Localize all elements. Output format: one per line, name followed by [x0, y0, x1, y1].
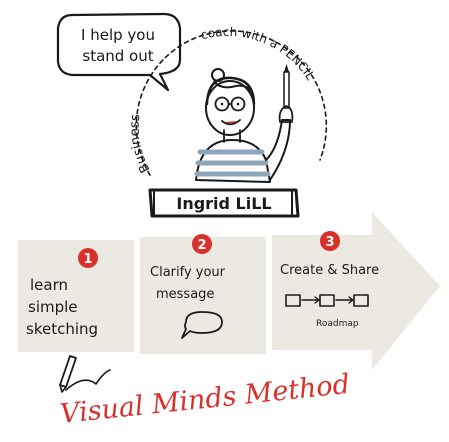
- process-arrow: [18, 212, 440, 370]
- name-banner-text: Ingrid LiLL: [176, 194, 271, 213]
- step-3: 3 Create & Share Roadmap: [280, 231, 379, 329]
- pen-sketch-icon: [59, 355, 111, 393]
- step-3-line-1: Create & Share: [280, 263, 379, 278]
- step-2-badge: [192, 234, 212, 254]
- speech-line-2: stand out: [82, 47, 153, 65]
- name-banner: Ingrid LiLL: [148, 188, 300, 218]
- dashed-circle-arc: [135, 30, 328, 176]
- step-2: 2 Clarify your message: [150, 234, 226, 339]
- roadmap-label: Roadmap: [316, 319, 359, 329]
- step-3-badge: [320, 231, 340, 251]
- arc-text-business: Business: [128, 113, 154, 175]
- method-title: Visual Minds Method: [59, 369, 352, 430]
- speech-bubble-icon: [181, 311, 223, 339]
- step-1-number: 1: [83, 252, 92, 267]
- step-2-line-1: Clarify your: [150, 265, 226, 280]
- step-3-number: 3: [325, 235, 334, 250]
- speech-line-1: I help you: [81, 26, 155, 44]
- step-1-line-1: learn: [30, 276, 68, 294]
- step-2-line-2: message: [156, 287, 214, 302]
- step-1-line-2: simple: [28, 298, 78, 316]
- pencil-icon: [283, 71, 290, 109]
- step-1-line-3: sketching: [26, 320, 98, 338]
- speech-bubble: I help you stand out: [56, 12, 182, 92]
- arc-text-coach: coach with a PENCIL: [199, 25, 317, 83]
- step-1: 1 learn simple sketching: [26, 248, 111, 393]
- roadmap-diagram: [285, 294, 369, 307]
- portrait-illustration: [194, 64, 294, 183]
- step-2-number: 2: [197, 238, 206, 253]
- step-1-badge: [78, 248, 98, 268]
